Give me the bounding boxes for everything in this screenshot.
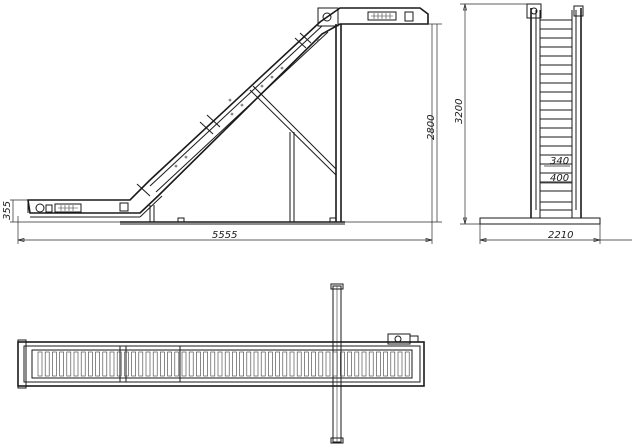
side-dimensions: 5555 355 2800 bbox=[2, 23, 442, 244]
slat bbox=[152, 351, 158, 377]
slat bbox=[88, 351, 93, 377]
slat bbox=[268, 351, 273, 377]
slat bbox=[95, 351, 100, 377]
slat bbox=[325, 351, 331, 377]
slat bbox=[368, 351, 374, 377]
dim-mid-height: 2800 bbox=[426, 115, 437, 140]
top-view bbox=[17, 283, 425, 444]
front-view: 340 400 bbox=[479, 3, 601, 225]
dim-total-height: 3200 bbox=[454, 99, 465, 124]
slat bbox=[304, 351, 309, 377]
slat bbox=[138, 351, 144, 377]
slat bbox=[282, 351, 288, 377]
slat bbox=[109, 351, 115, 377]
front-dimensions: 3200 2210 bbox=[454, 3, 632, 244]
slat bbox=[210, 351, 216, 377]
slat bbox=[340, 351, 345, 377]
slat bbox=[296, 351, 302, 377]
slat bbox=[404, 351, 410, 377]
side-view bbox=[27, 7, 429, 225]
slat bbox=[124, 351, 129, 377]
slat bbox=[318, 351, 324, 377]
slat bbox=[332, 351, 338, 377]
slat bbox=[311, 351, 316, 377]
slat bbox=[232, 351, 237, 377]
dim-left-height: 355 bbox=[2, 201, 13, 220]
slat bbox=[354, 351, 360, 377]
slat bbox=[59, 351, 64, 377]
slat bbox=[145, 351, 151, 377]
slat bbox=[217, 351, 223, 377]
slat bbox=[160, 351, 165, 377]
slat bbox=[383, 351, 388, 377]
slat bbox=[361, 351, 367, 377]
slat bbox=[80, 351, 86, 377]
slat bbox=[376, 351, 381, 377]
dim-belt-inner: 340 bbox=[550, 156, 569, 167]
slat bbox=[246, 351, 252, 377]
slat bbox=[397, 351, 403, 377]
slat bbox=[289, 351, 295, 377]
slat bbox=[390, 351, 396, 377]
slat bbox=[44, 351, 50, 377]
slat bbox=[253, 351, 259, 377]
top-view-slats bbox=[37, 351, 410, 377]
slat bbox=[73, 351, 79, 377]
slat bbox=[102, 351, 108, 377]
slat bbox=[167, 351, 172, 377]
slat bbox=[188, 351, 194, 377]
slat bbox=[174, 351, 180, 377]
belt-slats bbox=[540, 19, 572, 192]
slat bbox=[260, 351, 266, 377]
slat bbox=[275, 351, 280, 377]
slat bbox=[116, 351, 122, 377]
slat bbox=[347, 351, 352, 377]
dim-total-length: 5555 bbox=[212, 230, 237, 241]
slat bbox=[52, 351, 57, 377]
slat bbox=[224, 351, 230, 377]
slat bbox=[131, 351, 136, 377]
slat bbox=[196, 351, 201, 377]
slat bbox=[37, 351, 43, 377]
dim-belt-outer: 400 bbox=[550, 173, 569, 184]
slat bbox=[181, 351, 187, 377]
dim-total-width: 2210 bbox=[548, 230, 573, 241]
slat bbox=[66, 351, 72, 377]
slat bbox=[203, 351, 208, 377]
slat bbox=[239, 351, 244, 377]
